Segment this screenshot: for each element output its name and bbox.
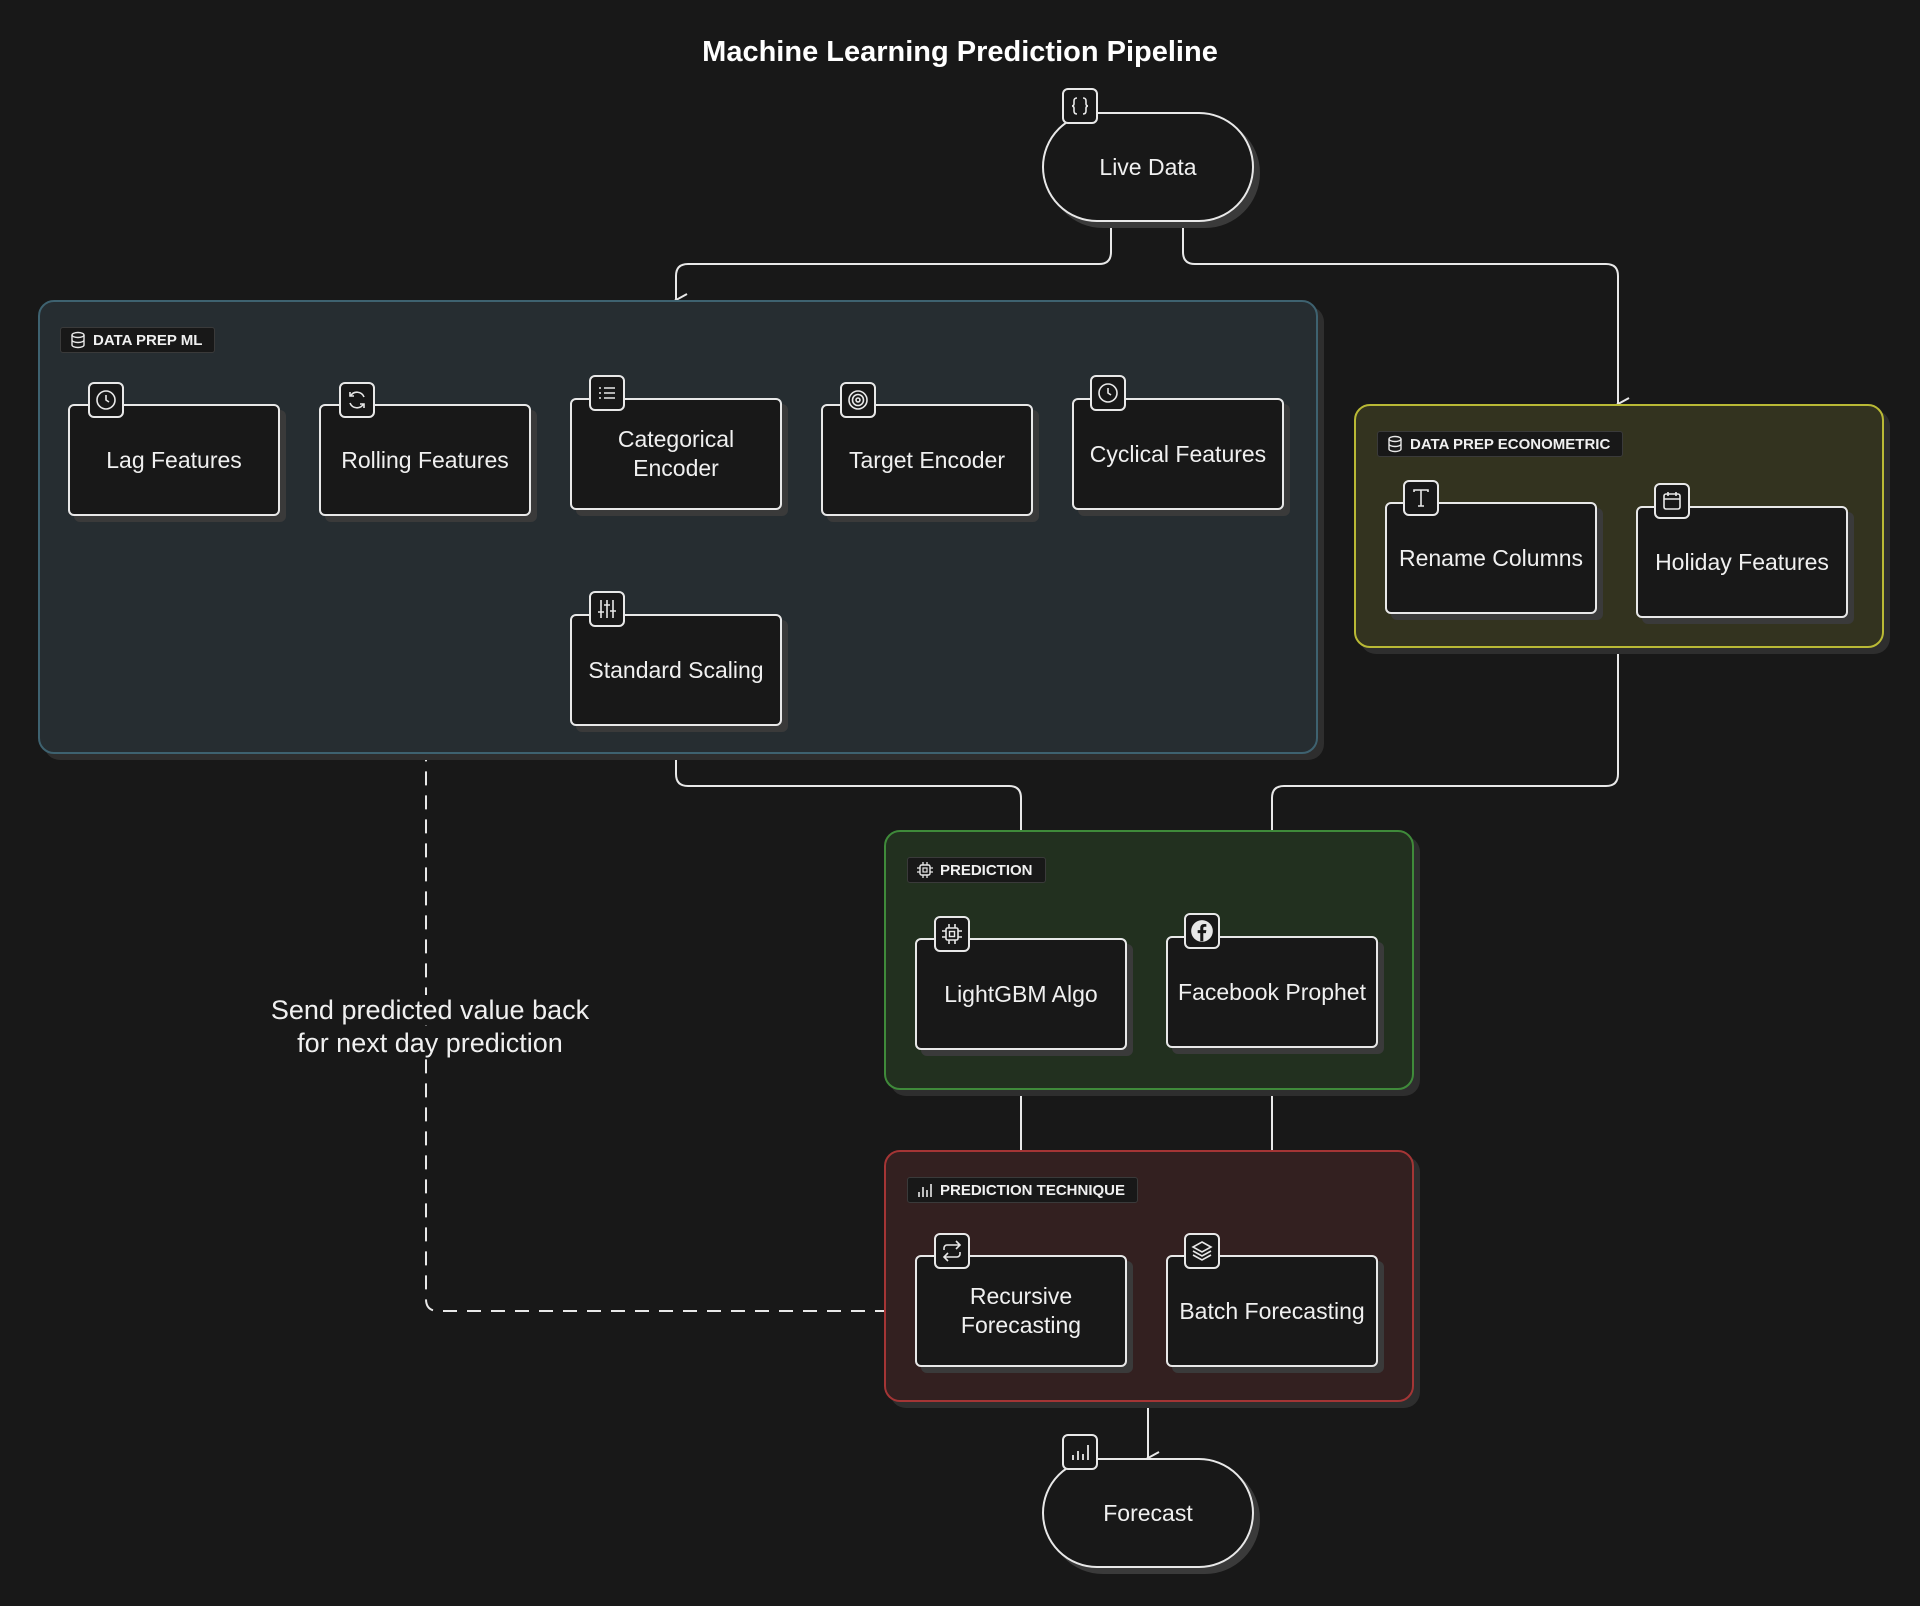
calendar-icon: [1654, 483, 1690, 519]
node-categorical-encoder[interactable]: Categorical Encoder: [570, 398, 782, 510]
group-label-text: PREDICTION: [940, 861, 1033, 879]
edge-live-to-ml: [676, 224, 1112, 300]
group-label-data-prep-econometric: DATA PREP ECONOMETRIC: [1377, 431, 1624, 457]
node-holiday-features[interactable]: Holiday Features: [1636, 506, 1848, 618]
node-lightgbm-algo[interactable]: LightGBM Algo: [915, 938, 1127, 1050]
edge-recursive-feedback: [426, 752, 913, 1312]
edge-scaling-to-lightgbm: [675, 752, 1021, 938]
cpu-icon: [934, 916, 970, 952]
clock-icon: [1090, 375, 1126, 411]
group-label-prediction: PREDICTION: [907, 857, 1046, 883]
group-label-text: DATA PREP ML: [93, 331, 203, 349]
node-standard-scaling[interactable]: Standard Scaling: [570, 614, 782, 726]
group-label-text: DATA PREP ECONOMETRIC: [1410, 435, 1611, 453]
list-icon: [589, 375, 625, 411]
braces-icon: [1062, 88, 1098, 124]
edge-econometric-to-prophet: [1272, 644, 1619, 936]
database-icon: [1388, 435, 1402, 453]
node-cyclical-features[interactable]: Cyclical Features: [1072, 398, 1284, 510]
node-forecast[interactable]: Forecast: [1042, 1458, 1254, 1568]
node-recursive-forecasting[interactable]: Recursive Forecasting: [915, 1255, 1127, 1367]
node-live-data[interactable]: Live Data: [1042, 112, 1254, 222]
node-batch-forecasting[interactable]: Batch Forecasting: [1166, 1255, 1378, 1367]
bar-chart-icon: [918, 1184, 932, 1197]
feedback-note-line2: for next day prediction: [293, 1028, 567, 1058]
node-rolling-features[interactable]: Rolling Features: [319, 404, 531, 516]
group-label-data-prep-ml: DATA PREP ML: [60, 327, 216, 353]
diagram-title: Machine Learning Prediction Pipeline: [702, 36, 1218, 68]
feedback-note-line1: Send predicted value back: [266, 995, 594, 1025]
node-rename-columns[interactable]: Rename Columns: [1385, 502, 1597, 614]
feedback-note: Send predicted value back for next day p…: [230, 994, 630, 1060]
refresh-icon: [339, 382, 375, 418]
layers-icon: [1184, 1233, 1220, 1269]
clock-icon: [88, 382, 124, 418]
facebook-icon: [1184, 913, 1220, 949]
group-label-prediction-technique: PREDICTION TECHNIQUE: [907, 1177, 1139, 1203]
node-facebook-prophet[interactable]: Facebook Prophet: [1166, 936, 1378, 1048]
text-icon: [1403, 480, 1439, 516]
cpu-icon: [917, 862, 933, 878]
database-icon: [71, 331, 85, 349]
bar-chart-icon: [1062, 1434, 1098, 1470]
sliders-icon: [589, 591, 625, 627]
repeat-icon: [934, 1233, 970, 1269]
edge-live-to-econometric: [1182, 224, 1618, 404]
target-icon: [840, 382, 876, 418]
group-label-text: PREDICTION TECHNIQUE: [940, 1181, 1126, 1199]
node-lag-features[interactable]: Lag Features: [68, 404, 280, 516]
node-target-encoder[interactable]: Target Encoder: [821, 404, 1033, 516]
